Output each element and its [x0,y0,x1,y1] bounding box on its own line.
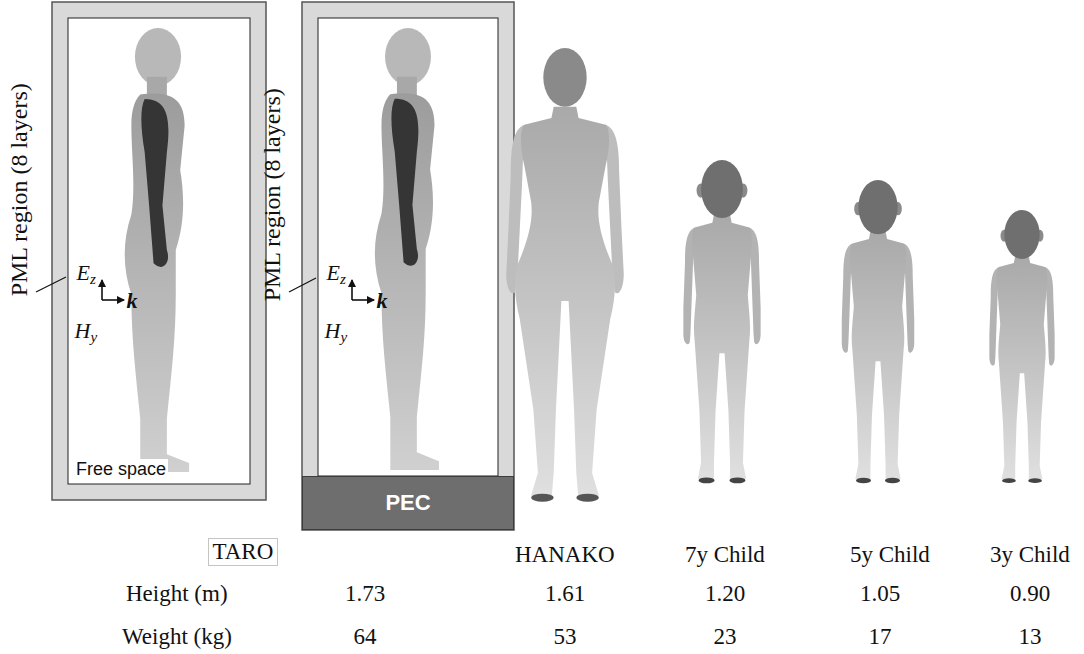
domain-interior [318,18,498,476]
table-cell: 64 [354,624,377,650]
domain-interior [68,18,250,484]
field-arrow [351,280,353,300]
model-name: 7y Child [685,542,765,568]
region-label: PML region (8 layers) [258,88,286,301]
region-label: PML region (8 layers) [5,83,33,296]
field-label: Ez [77,260,96,285]
table-cell: 53 [554,624,577,650]
taro-side-model [375,28,439,470]
simulation-domain: Free space [68,18,250,484]
field-arrow [102,299,124,301]
leader-line [289,278,316,292]
wave-vector-label: k [377,288,388,313]
pml-frame [302,2,514,530]
field-arrow [101,280,103,300]
domain-label: Free space [74,459,168,480]
table-cell: 1.20 [705,581,745,607]
model-name: 3y Child [990,542,1070,568]
table-cell: 0.90 [1010,581,1050,607]
model-name: 5y Child [850,542,930,568]
row-header: Weight (kg) [122,624,232,650]
table-cell: 17 [869,624,892,650]
taro-side-model [125,28,189,472]
table-cell: 1.61 [545,581,585,607]
child-model [683,160,760,483]
field-label: Hy [75,318,98,343]
table-cell: 13 [1019,624,1042,650]
model-name: TARO [208,538,279,566]
model-name: HANAKO [515,542,615,568]
hanako-model [506,48,624,502]
leader-line [36,277,66,292]
field-label: Ez [327,260,346,285]
table-cell: 1.73 [345,581,385,607]
pml-frame [52,2,266,500]
region-label: PEC [385,490,430,516]
pec-ground: PEC [302,476,514,530]
row-header: Height (m) [126,581,228,607]
child-model [989,210,1054,483]
wave-vector-label: k [127,288,138,313]
field-label: Hy [325,318,348,343]
table-cell: 1.05 [860,581,900,607]
field-arrow [352,299,374,301]
child-model [842,180,914,483]
table-cell: 23 [714,624,737,650]
